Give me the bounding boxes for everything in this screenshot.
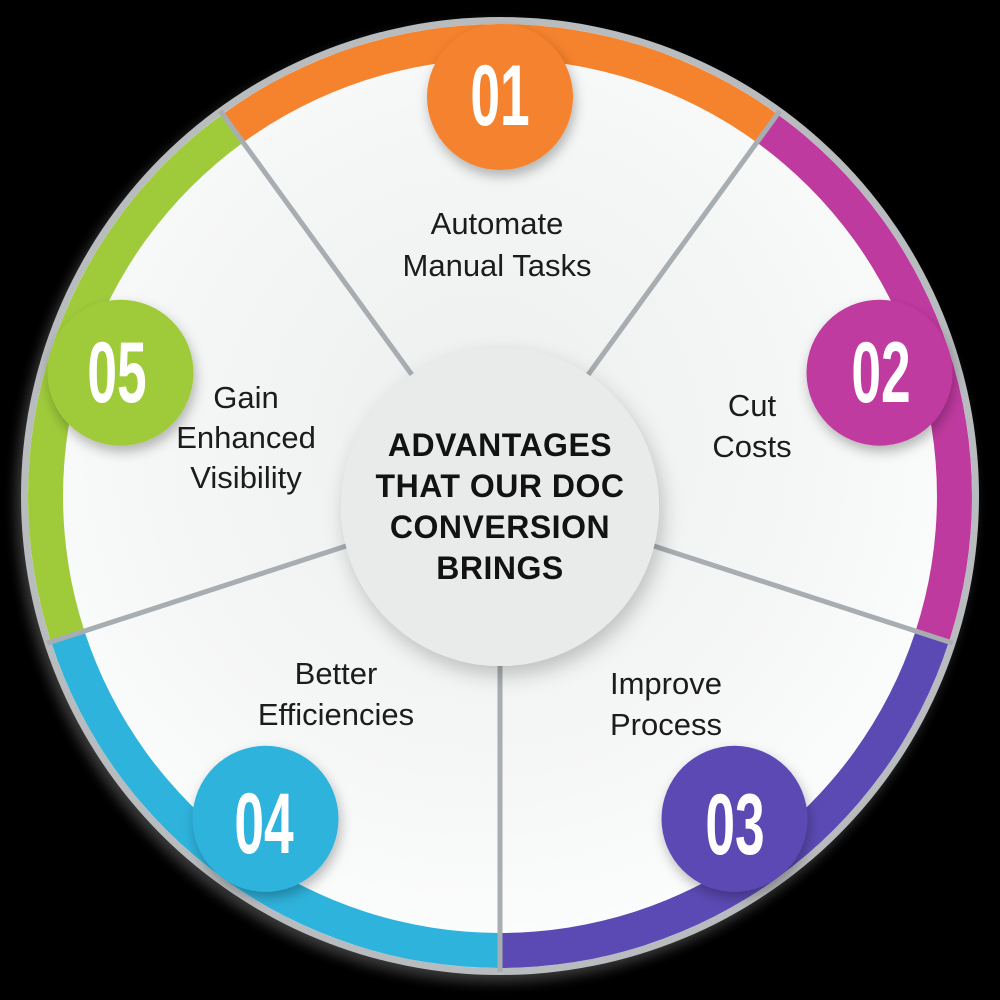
center-title-line-4: BRINGS <box>436 550 563 586</box>
segment-04-arc <box>51 631 500 968</box>
segment-01 <box>222 24 778 170</box>
segment-01-arc <box>222 24 778 143</box>
segment-05 <box>28 114 244 642</box>
center-title-line-3: CONVERSION <box>390 509 610 545</box>
segment-03-bubble <box>661 745 808 892</box>
segment-04-bubble <box>192 745 339 892</box>
segment-03-arc <box>500 631 949 968</box>
segment-03-label-line-2: Process <box>610 707 722 742</box>
segment-05-number: 05 <box>87 325 146 421</box>
divider-lines <box>46 109 954 972</box>
center-title-line-2: THAT OUR DOC <box>376 468 625 504</box>
segment-01-label-line-1: Automate <box>431 206 564 241</box>
segment-05-label-line-2: Enhanced <box>176 420 316 455</box>
segment-02-number: 02 <box>851 325 910 421</box>
segment-05-bubble <box>47 299 194 446</box>
segment-02-label-line-2: Costs <box>712 429 791 464</box>
segment-02-label-line-1: Cut <box>728 388 777 423</box>
segment-02 <box>756 114 972 642</box>
segment-01-bubble <box>427 24 573 170</box>
bubble-numbers: 01 02 03 04 05 <box>87 48 910 873</box>
segment-04-number: 04 <box>234 776 293 872</box>
divider-01-02 <box>586 109 782 377</box>
divider-04-05 <box>46 540 359 646</box>
divider-05-01 <box>218 109 414 377</box>
segment-04-label-line-1: Better <box>295 656 378 691</box>
center-circle <box>341 348 659 666</box>
segment-03-number: 03 <box>705 777 764 873</box>
segment-05-label-line-3: Visibility <box>190 460 302 495</box>
center-title-line-1: ADVANTAGES <box>388 427 612 463</box>
segment-01-label-line-2: Manual Tasks <box>403 248 592 283</box>
segment-labels: Automate Manual Tasks Cut Costs Improve … <box>176 206 791 742</box>
segment-05-label-line-1: Gain <box>213 380 278 415</box>
segment-04 <box>51 631 500 968</box>
segment-03 <box>500 631 949 968</box>
segment-03-label-line-1: Improve <box>610 666 722 701</box>
segment-01-number: 01 <box>470 48 529 144</box>
segment-04-label-line-2: Efficiencies <box>258 697 414 732</box>
center-title: ADVANTAGES THAT OUR DOC CONVERSION BRING… <box>376 427 625 586</box>
segment-02-bubble <box>806 299 953 446</box>
divider-02-03 <box>641 540 954 646</box>
